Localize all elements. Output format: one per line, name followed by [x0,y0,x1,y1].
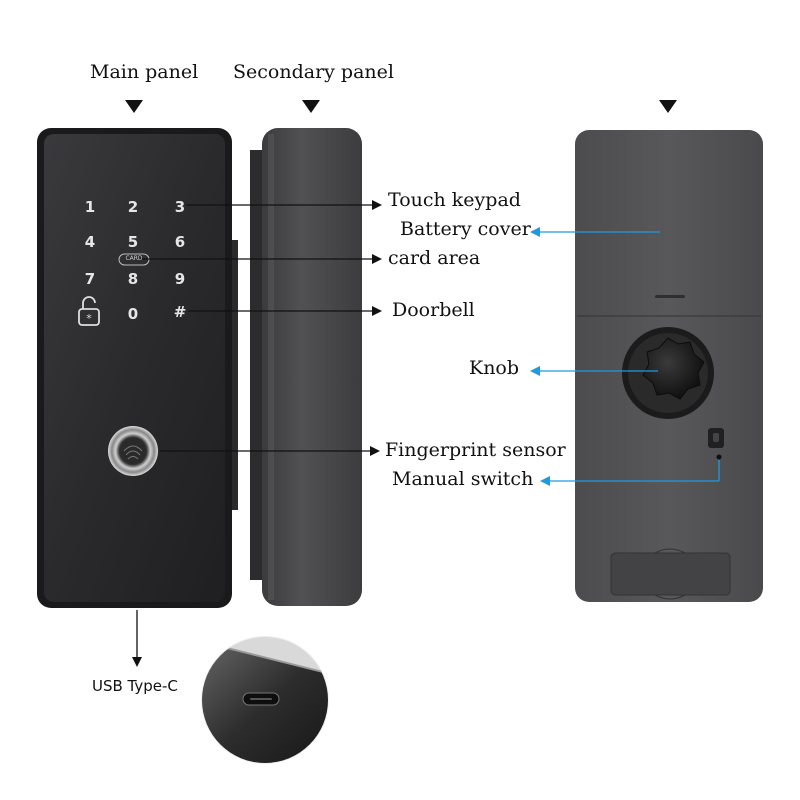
card-badge: CARD [125,255,143,262]
key-3: 3 [174,198,186,216]
key-4: 4 [84,233,96,251]
manual-switch-label: Manual switch [392,468,534,490]
key-1: 1 [84,198,96,216]
card-area-label: card area [388,247,481,269]
lock-keypad-icon: * [78,296,100,326]
black-callout-lines [132,200,382,667]
secondary-panel [250,128,362,606]
key-7: 7 [84,270,96,288]
key-5: 5 [127,233,139,251]
knob-label: Knob [469,357,520,379]
secondary-panel-label: Secondary panel [233,61,394,83]
fingerprint-sensor-label: Fingerprint sensor [385,439,566,461]
knob-icon [622,327,714,419]
key-6: 6 [174,233,186,251]
usb-type-c-label: USB Type-C [92,677,178,695]
usb-c-port-icon [242,692,280,706]
battery-cover-label: Battery cover [400,218,531,240]
main-panel-label: Main panel [90,61,199,83]
main-panel: * [37,128,238,608]
key-0: 0 [127,305,139,323]
manual-switch-icon [708,428,724,460]
key-9: 9 [174,270,186,288]
lock-body-back [575,130,763,602]
back-panel-pointer-icon [659,100,677,113]
key-2: 2 [127,198,139,216]
fingerprint-sensor-icon [108,426,158,476]
blue-callout-lines [530,227,720,486]
doorbell-label: Doorbell [392,299,475,321]
key-8: 8 [127,270,139,288]
key-hash: # [173,303,187,321]
svg-text:*: * [86,312,92,325]
touch-keypad-label: Touch keypad [388,189,521,211]
secondary-panel-pointer-icon [302,100,320,113]
usb-zoom-inset [201,636,329,764]
main-panel-pointer-icon [125,100,143,113]
